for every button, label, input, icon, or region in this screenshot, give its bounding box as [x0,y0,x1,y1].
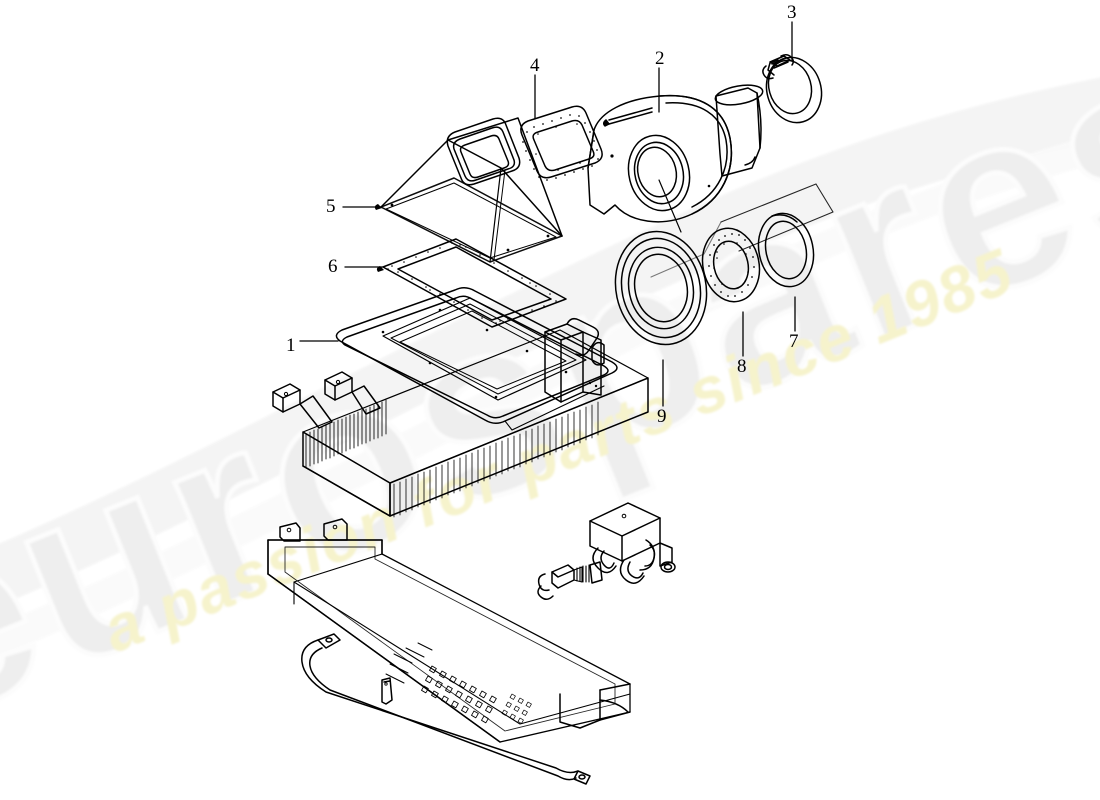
callout-number-3[interactable]: 3 [787,2,797,23]
part-hose-clamp [762,53,823,124]
watermark-swoosh [0,77,1100,606]
callout-number-4[interactable]: 4 [530,55,540,76]
part-blower-motor-housing [587,84,764,233]
callout-leader-lines [299,21,796,407]
part-expansion-valve-fittings [537,502,676,600]
part-air-distribution-duct [374,117,563,263]
callout-number-5[interactable]: 5 [326,196,336,217]
part-retaining-strap [301,633,591,785]
callout-number-2[interactable]: 2 [655,48,665,69]
callout-number-1[interactable]: 1 [286,335,296,356]
part-foam-ring-gasket [701,227,761,303]
part-square-foam-gasket [520,105,603,181]
callout-number-9[interactable]: 9 [657,406,667,427]
part-evaporator-core [272,329,649,518]
callout-number-8[interactable]: 8 [737,356,747,377]
callout-number-7[interactable]: 7 [789,331,799,352]
callout-number-6[interactable]: 6 [328,256,338,277]
part-evaporator-housing-cover [335,287,618,431]
part-blower-flange-ring [614,230,708,346]
part-condensate-drain-pan [267,518,631,743]
part-outer-ring-seal [757,212,815,288]
watermark-swoosh-secondary [0,132,1100,657]
